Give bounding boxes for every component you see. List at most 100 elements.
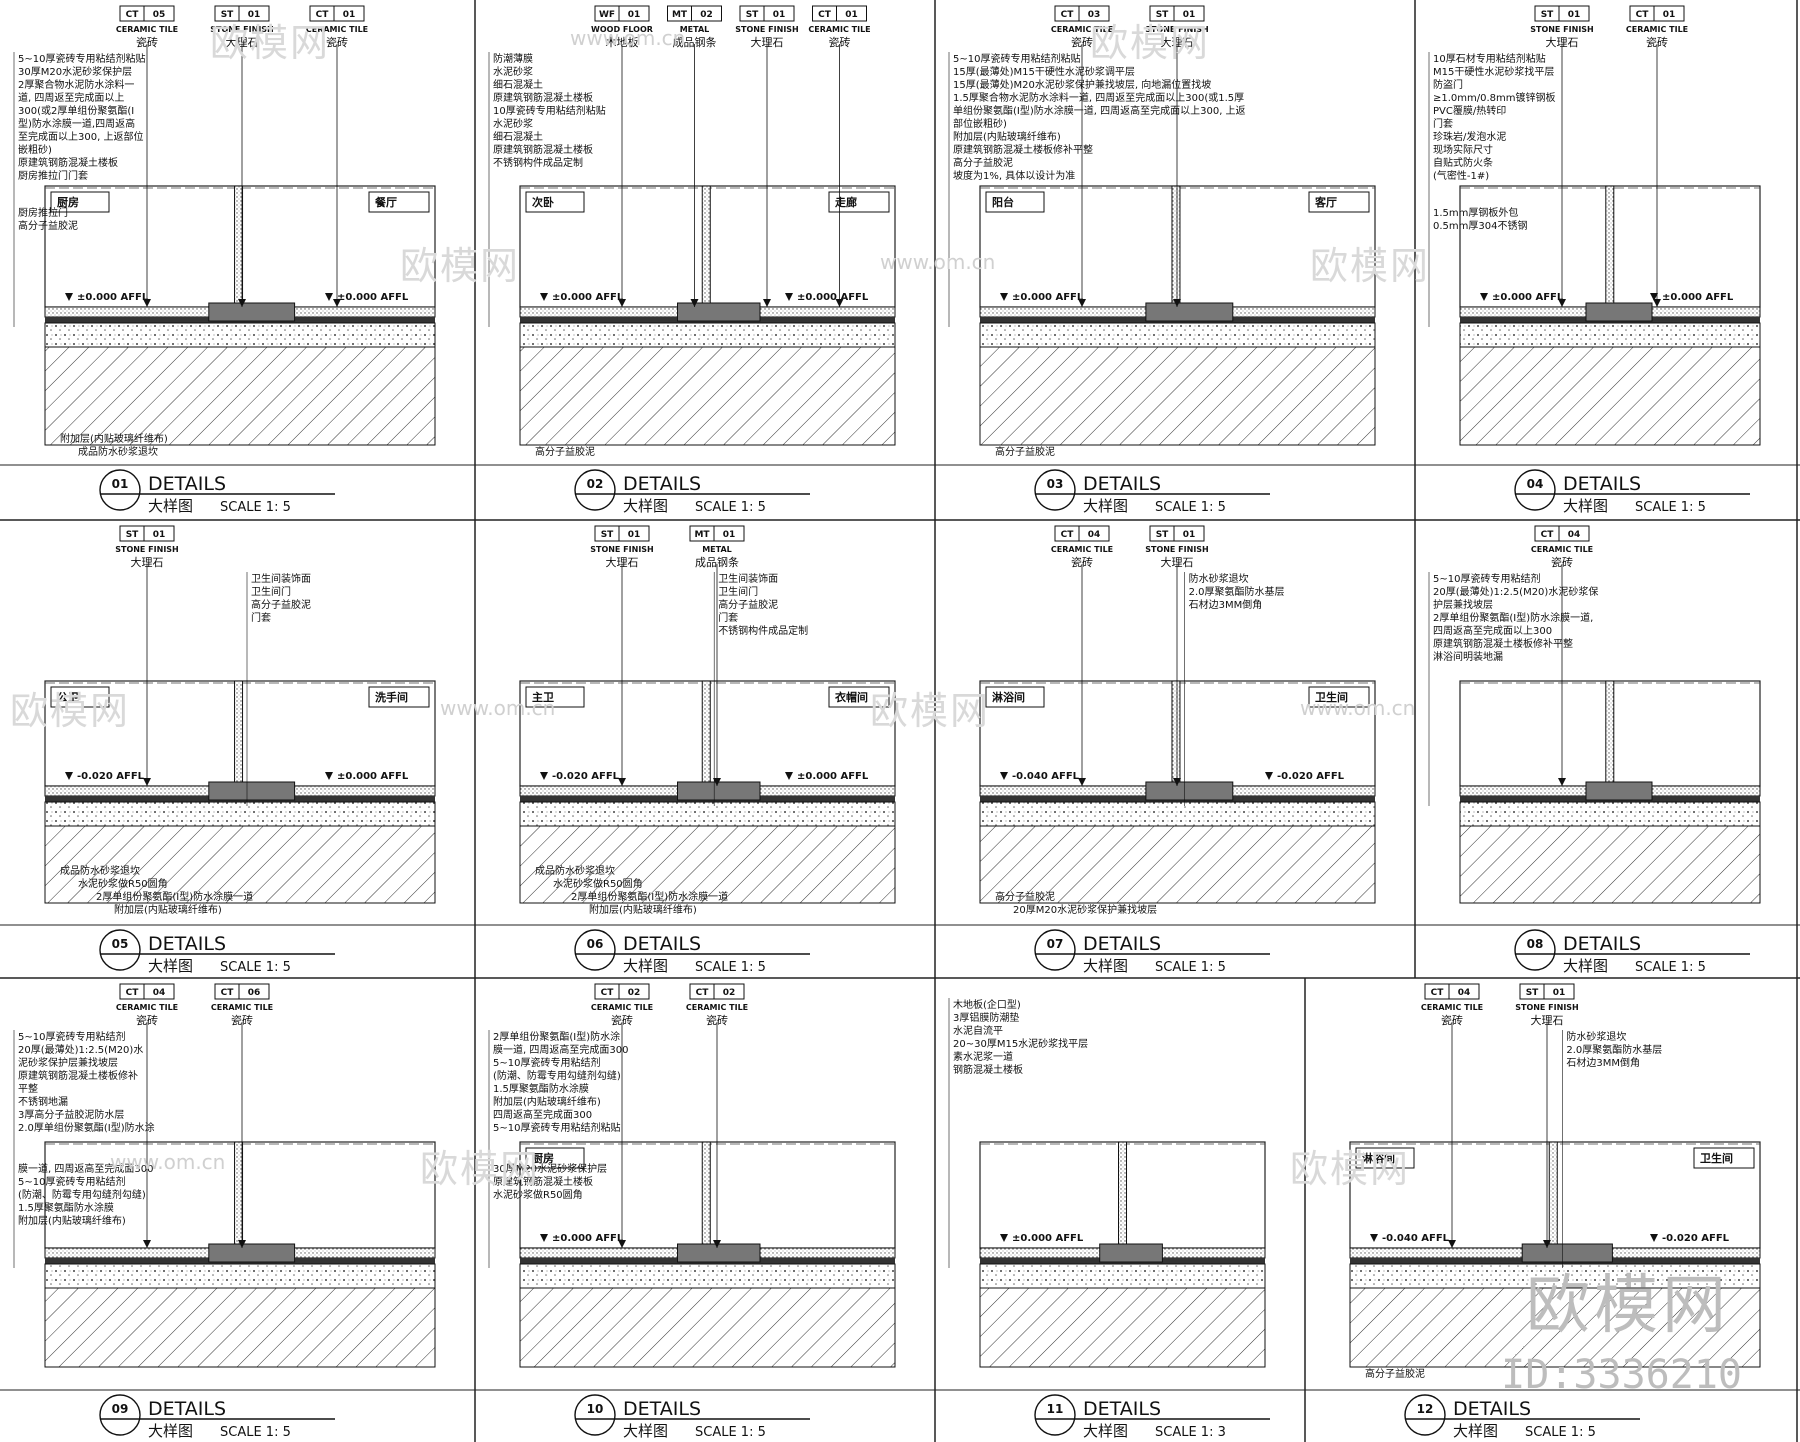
concrete-slab bbox=[979, 346, 1376, 446]
material-tag-code: CT bbox=[221, 988, 235, 998]
material-tag-name-en: CERAMIC TILE bbox=[306, 25, 368, 34]
leader-arrow-icon bbox=[143, 1240, 151, 1248]
screed-layer bbox=[44, 1263, 436, 1289]
concrete-slab bbox=[519, 825, 896, 904]
material-tag-name-cn: 瓷砖 bbox=[136, 35, 158, 49]
leader-arrow-icon bbox=[1173, 778, 1181, 786]
note-text: 门套 bbox=[1433, 117, 1453, 130]
detail-title-cn: 大样图 bbox=[1083, 497, 1128, 515]
leader-arrow-icon bbox=[713, 1240, 721, 1248]
material-tag-box bbox=[594, 983, 650, 1000]
material-tag-name-cn: 大理石 bbox=[1531, 1013, 1564, 1027]
note-text: 部位嵌粗砂) bbox=[953, 117, 1007, 130]
material-tag-name-en: CERAMIC TILE bbox=[116, 1003, 178, 1012]
room-label-box bbox=[50, 686, 110, 708]
screed-layer bbox=[519, 322, 896, 348]
material-tag-code: CT bbox=[601, 988, 615, 998]
note-text: 厨房推拉门 bbox=[18, 206, 68, 219]
room-label-box bbox=[828, 191, 890, 213]
note-text: 10厚石材专用粘结剂粘贴 bbox=[1433, 52, 1546, 65]
screed-layer bbox=[519, 801, 896, 827]
material-tag-box bbox=[739, 5, 795, 22]
level-label: ±0.000 AFFL bbox=[1012, 292, 1084, 303]
watermark-brand-stamp: 欧模网 bbox=[1526, 1269, 1730, 1343]
bottom-note: 成品防水砂浆退坎 bbox=[78, 445, 158, 458]
leader-arrow-icon bbox=[333, 299, 341, 307]
detail-number: 09 bbox=[112, 1402, 129, 1416]
note-text: 四周返高至完成面以上300 bbox=[1433, 624, 1552, 637]
door-frame bbox=[701, 185, 711, 304]
room-label: 阳台 bbox=[992, 195, 1014, 209]
note-text: 5~10厚瓷砖专用粘结剂 bbox=[18, 1175, 125, 1188]
note-text: 高分子益胶泥 bbox=[18, 219, 78, 232]
level-marker-icon bbox=[540, 1234, 548, 1242]
room-label: 淋浴间 bbox=[992, 690, 1025, 704]
material-tag-name-en: CERAMIC TILE bbox=[686, 1003, 748, 1012]
level-marker-icon bbox=[1265, 772, 1273, 780]
note-text: 石材边3MM倒角 bbox=[1566, 1056, 1640, 1069]
level-label: ±0.000 AFFL bbox=[77, 292, 149, 303]
leader-arrow-icon bbox=[238, 299, 246, 307]
material-tag-number: 01 bbox=[343, 10, 356, 20]
bottom-note: 水泥砂浆做R50圆角 bbox=[553, 877, 643, 890]
detail-title-cn: 大样图 bbox=[1453, 1422, 1498, 1440]
note-text: 不锈钢地漏 bbox=[18, 1095, 68, 1108]
note-text: 原建筑钢筋混凝土楼板修补平整 bbox=[1433, 637, 1573, 650]
detail-number: 05 bbox=[112, 937, 129, 951]
detail-title-en: DETAILS bbox=[1563, 933, 1641, 955]
detail-number: 01 bbox=[112, 477, 129, 491]
material-tag-name-en: METAL bbox=[680, 25, 710, 34]
room-label: 厨房 bbox=[532, 1151, 554, 1165]
concrete-slab bbox=[44, 346, 436, 446]
level-label: -0.040 AFFL bbox=[1012, 771, 1080, 782]
threshold-stone bbox=[677, 781, 761, 801]
note-text: 2.0厚聚氨酯防水基层 bbox=[1566, 1043, 1662, 1056]
note-text: 护层兼找坡层 bbox=[1433, 598, 1493, 611]
detail-number-circle bbox=[99, 929, 141, 971]
note-text: 钢筋混凝土楼板 bbox=[953, 1063, 1023, 1076]
material-tag-name-cn: 木地板 bbox=[606, 35, 639, 49]
room-label: 卫生间 bbox=[1700, 1151, 1733, 1165]
threshold-stone bbox=[1585, 302, 1653, 322]
threshold-stone bbox=[208, 781, 296, 801]
material-tag-box bbox=[1519, 983, 1575, 1000]
material-tag-name-en: CERAMIC TILE bbox=[591, 1003, 653, 1012]
note-text: 水泥砂浆 bbox=[493, 117, 533, 130]
note-text: 门套 bbox=[251, 611, 271, 624]
note-text: 自贴式防火条 bbox=[1433, 156, 1493, 169]
detail-number-circle bbox=[99, 1394, 141, 1436]
note-text: 淋浴间明装地漏 bbox=[1433, 650, 1503, 663]
note-text: 珍珠岩/发泡水泥 bbox=[1433, 130, 1506, 143]
material-tag-code: ST bbox=[126, 530, 139, 540]
door-frame bbox=[1548, 1141, 1558, 1245]
note-text: 5~10厚瓷砖专用粘结剂粘贴 bbox=[493, 1121, 620, 1134]
level-marker-icon bbox=[325, 293, 333, 301]
note-text: 细石混凝土 bbox=[493, 130, 543, 143]
material-tag-box bbox=[812, 5, 867, 22]
bottom-note: 高分子益胶泥 bbox=[995, 445, 1055, 458]
material-tag-number: 05 bbox=[153, 10, 166, 20]
note-text: 细石混凝土 bbox=[493, 78, 543, 91]
material-tag-number: 04 bbox=[1088, 530, 1101, 540]
material-tag-box bbox=[119, 983, 175, 1000]
note-text: 原建筑钢筋混凝土楼板 bbox=[493, 143, 593, 156]
detail-title-en: DETAILS bbox=[1083, 473, 1161, 495]
material-tag-number: 06 bbox=[248, 988, 261, 998]
concrete-slab bbox=[1459, 825, 1761, 904]
detail-title-en: DETAILS bbox=[623, 933, 701, 955]
bottom-note: 附加层(内贴玻璃纤维布) bbox=[589, 903, 697, 916]
material-tag-number: 01 bbox=[845, 10, 858, 20]
note-text: 原建筑钢筋混凝土楼板 bbox=[493, 91, 593, 104]
note-text: 水泥砂浆 bbox=[493, 65, 533, 78]
note-text: 厨房推拉门门套 bbox=[18, 169, 88, 182]
room-label-box bbox=[368, 686, 430, 708]
material-tag-box bbox=[1534, 5, 1590, 22]
material-tag-code: ST bbox=[1526, 988, 1539, 998]
leader-arrow-icon bbox=[618, 778, 626, 786]
note-text: 3厚高分子益胶泥防水层 bbox=[18, 1108, 124, 1121]
material-tag-name-cn: 大理石 bbox=[606, 555, 639, 569]
